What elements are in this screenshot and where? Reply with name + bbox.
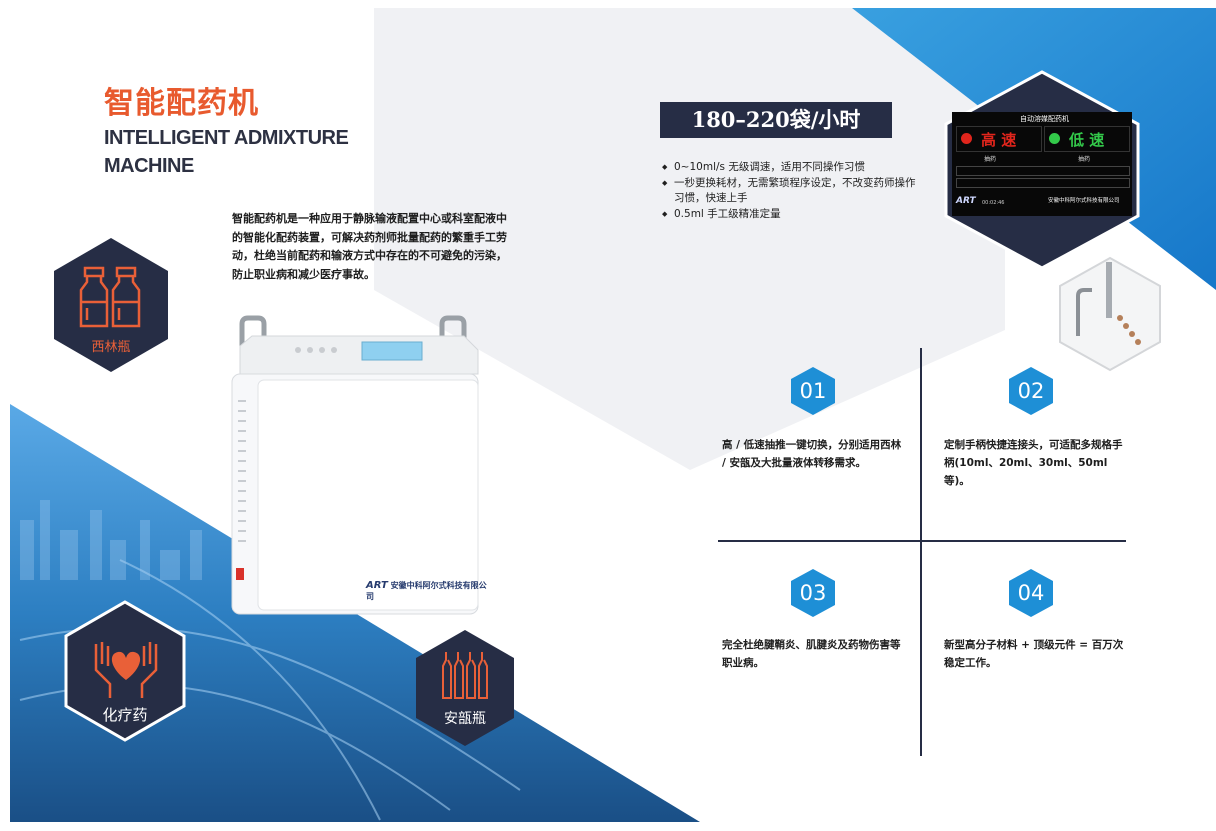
- high-speed-indicator: [961, 133, 972, 144]
- feature-number-badge: 02: [1008, 366, 1054, 416]
- feature-number-badge: 04: [1008, 568, 1054, 618]
- feature-text: 新型高分子材料 + 顶级元件 = 百万次稳定工作。: [944, 639, 1124, 669]
- bullet-item: 0.5ml 手工级精准定量: [662, 207, 922, 223]
- screen-title: 自动溶媒配药机: [1020, 115, 1069, 123]
- feature-text: 定制手柄快捷连接头，可适配多规格手柄(10ml、20ml、30ml、50ml 等…: [944, 439, 1123, 487]
- vial-bottles-icon: [79, 266, 141, 328]
- low-speed-panel: 低 速: [1044, 126, 1130, 152]
- category-label: 西林瓶: [91, 340, 131, 355]
- connector-hex: [1058, 256, 1162, 372]
- screen-brand: ART: [956, 196, 976, 206]
- ampoules-icon: [442, 652, 488, 699]
- hands-heart-icon: [94, 642, 158, 698]
- product-title-en-line1: INTELLIGENT ADMIXTURE: [104, 127, 349, 149]
- feature-bullets: 0~10ml/s 无级调速，适用不同操作习惯 一秒更换耗材，无需繁琐程序设定，不…: [662, 160, 922, 222]
- feature-number: 03: [799, 581, 827, 605]
- product-description: 智能配药机是一种应用于静脉输液配置中心或科室配液中的智能化配药装置，可解决药剂师…: [232, 212, 507, 281]
- bullet-item: 一秒更换耗材，无需繁琐程序设定，不改变药师操作习惯，快速上手: [662, 176, 922, 207]
- hexagon-shape: [416, 630, 514, 746]
- machine-body: [231, 315, 479, 615]
- high-speed-panel: 高 速: [956, 126, 1042, 152]
- machine-brand: ART: [366, 580, 388, 591]
- speed-badge: 180–220袋/小时: [660, 102, 892, 138]
- feature-number-badge: 01: [790, 366, 836, 416]
- high-speed-label: 高 速: [981, 131, 1017, 149]
- category-label: 化疗药: [102, 706, 148, 724]
- hexagon-badge: [791, 569, 835, 617]
- feature-grid-vline: [920, 348, 922, 756]
- screen-progress-bar-2: [956, 178, 1130, 188]
- feature-number-badge: 03: [790, 568, 836, 618]
- machine-label: ART 安徽中科阿尔式科技有限公司: [366, 580, 488, 602]
- screen-hex: 自动溶媒配药机 高 速 低 速 抽药 抽药 ART 00:02:46 安徽中科阿…: [942, 70, 1142, 270]
- bullet-item: 0~10ml/s 无级调速，适用不同操作习惯: [662, 160, 922, 176]
- hexagon-badge: [1009, 367, 1053, 415]
- screen-sub-left: 抽药: [984, 156, 997, 163]
- machine-company: 安徽中科阿尔式科技有限公司: [366, 581, 487, 601]
- low-speed-label: 低 速: [1069, 131, 1105, 149]
- category-label: 安瓿瓶: [444, 711, 486, 727]
- screen-progress-bar-1: [956, 166, 1130, 176]
- feature-grid-hline: [718, 540, 1126, 542]
- low-speed-indicator: [1049, 133, 1060, 144]
- screen-time: 00:02:46: [982, 200, 1005, 206]
- feature-text: 高 / 低速抽推一键切换，分别适用西林 / 安瓿及大批量液体转移需求。: [722, 439, 902, 469]
- feature-number: 01: [799, 379, 827, 403]
- feature-number: 04: [1017, 581, 1045, 605]
- category-hex-ampoule: 安瓿瓶: [414, 628, 516, 748]
- product-title-cn: 智能配药机: [104, 86, 259, 121]
- product-title-en-line2: MACHINE: [104, 155, 194, 177]
- hexagon-shape: [54, 238, 168, 372]
- product-title-en: INTELLIGENT ADMIXTURE MACHINE: [104, 124, 349, 180]
- screen-sub-right: 抽药: [1078, 156, 1091, 163]
- hexagon-badge: [1009, 569, 1053, 617]
- feature-number: 02: [1017, 379, 1045, 403]
- city-buildings: [20, 500, 202, 580]
- admixture-machine-image: ART 安徽中科阿尔式科技有限公司: [228, 310, 488, 620]
- category-hex-chemo: 化疗药: [64, 600, 186, 742]
- hexagon-badge: [791, 367, 835, 415]
- connector-image: [1059, 256, 1161, 372]
- category-hex-vial: 西林瓶: [52, 236, 170, 374]
- screen-company: 安徽中科阿尔式科技有限公司: [1048, 198, 1120, 204]
- control-screen: 自动溶媒配药机 高 速 低 速 抽药 抽药 ART 00:02:46 安徽中科阿…: [952, 112, 1132, 216]
- feature-text: 完全杜绝腱鞘炎、肌腱炎及药物伤害等职业病。: [722, 639, 901, 669]
